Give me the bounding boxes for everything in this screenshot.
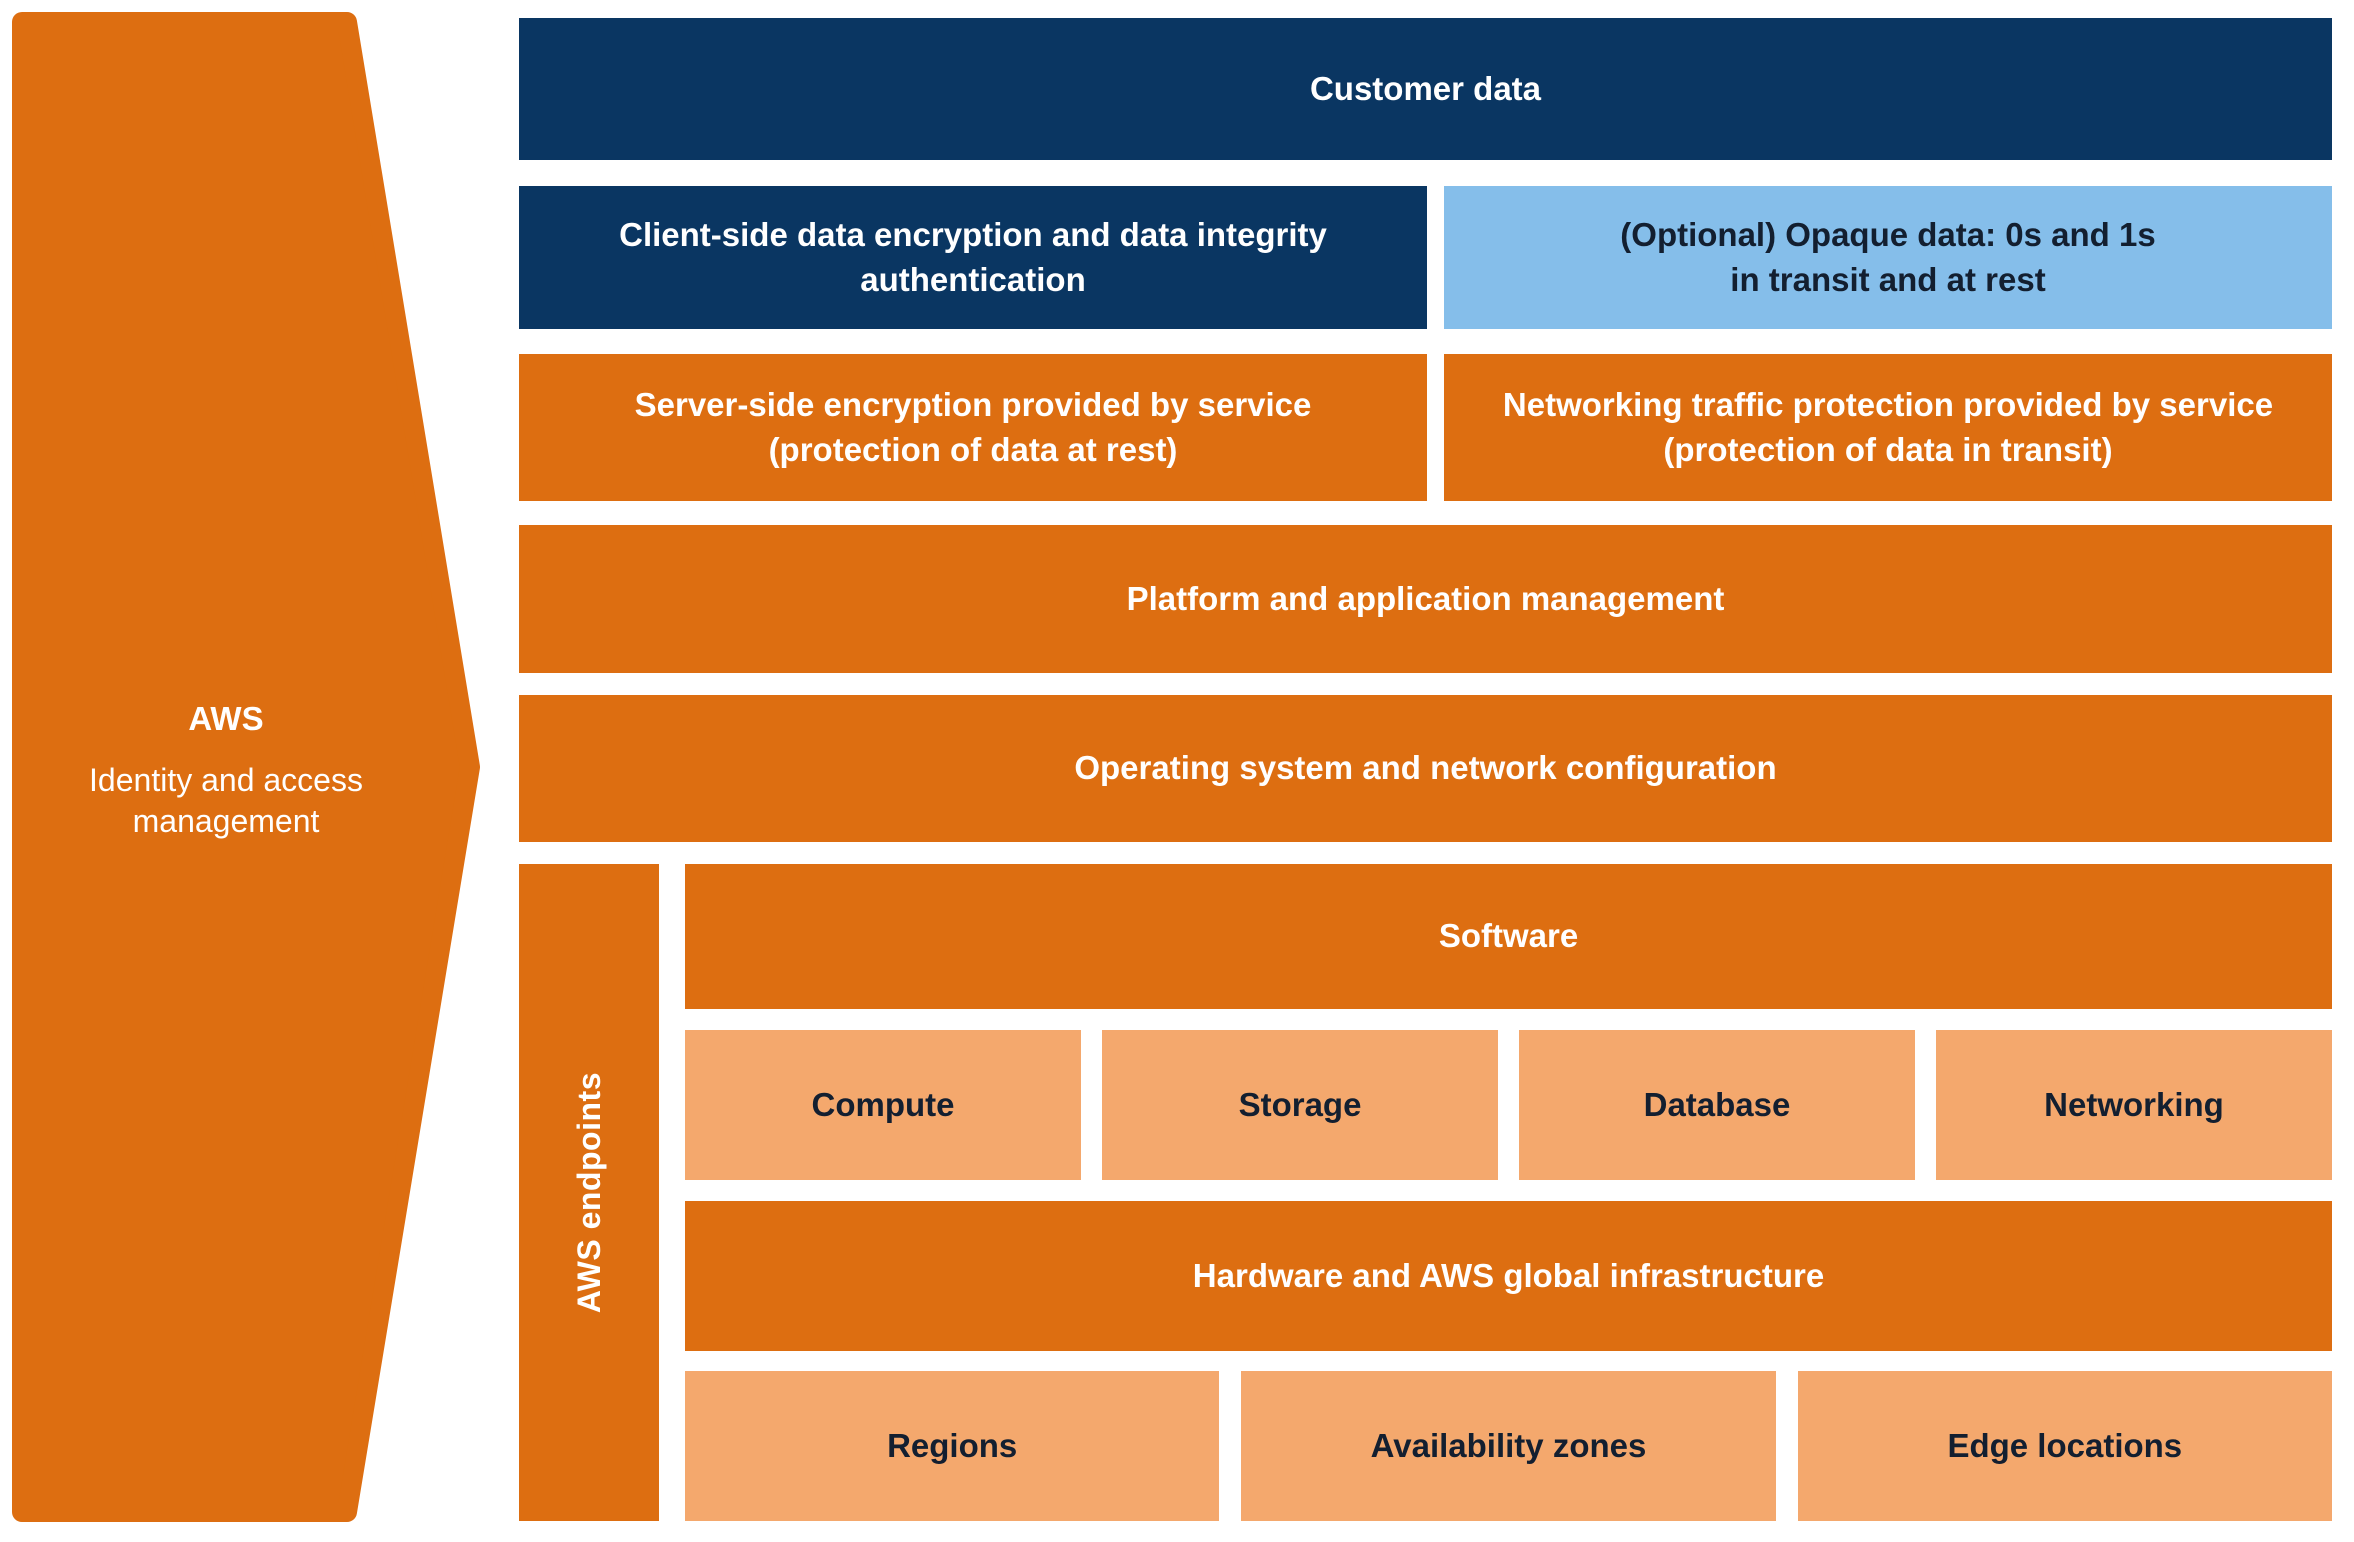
networking-traffic-protection-box: Networking traffic protection provided b… xyxy=(1444,354,2332,501)
hardware-infrastructure-label: Hardware and AWS global infrastructure xyxy=(1192,1256,1825,1294)
client-side-encryption-box: Client-side data encryption and data int… xyxy=(519,186,1427,329)
database-box: Database xyxy=(1519,1030,1915,1180)
os-network-config-label: Operating system and network configurati… xyxy=(1074,749,1777,787)
service-protection-row: Server-side encryption provided by servi… xyxy=(519,354,2332,501)
software-label: Software xyxy=(1438,917,1579,955)
software-box: Software xyxy=(685,864,2332,1009)
opaque-data-label: (Optional) Opaque data: 0s and 1s in tra… xyxy=(1620,215,2156,298)
aws-endpoints-layers: Software Compute Storage Database Networ… xyxy=(685,864,2332,1521)
platform-management-label: Platform and application management xyxy=(1126,579,1725,617)
regions-label: Regions xyxy=(887,1426,1018,1464)
availability-zones-label: Availability zones xyxy=(1370,1426,1647,1464)
regions-box: Regions xyxy=(685,1371,1220,1521)
database-label: Database xyxy=(1643,1085,1791,1123)
networking-traffic-protection-label: Networking traffic protection provided b… xyxy=(1502,385,2274,468)
storage-label: Storage xyxy=(1238,1085,1362,1123)
server-side-encryption-box: Server-side encryption provided by servi… xyxy=(519,354,1427,501)
storage-box: Storage xyxy=(1102,1030,1498,1180)
aws-endpoints-bar: AWS endpoints xyxy=(519,864,659,1521)
os-network-config-box: Operating system and network configurati… xyxy=(519,695,2332,842)
customer-data-box: Customer data xyxy=(519,18,2332,160)
encryption-row: Client-side data encryption and data int… xyxy=(519,186,2332,329)
server-side-encryption-label: Server-side encryption provided by servi… xyxy=(634,385,1312,468)
hardware-infrastructure-box: Hardware and AWS global infrastructure xyxy=(685,1201,2332,1351)
compute-box: Compute xyxy=(685,1030,1081,1180)
customer-data-label: Customer data xyxy=(1309,69,1542,107)
networking-box: Networking xyxy=(1936,1030,2332,1180)
opaque-data-box: (Optional) Opaque data: 0s and 1s in tra… xyxy=(1444,186,2332,329)
aws-endpoints-section: AWS endpoints Software Compute Storage D… xyxy=(519,864,2332,1521)
edge-locations-label: Edge locations xyxy=(1947,1426,2183,1464)
client-side-encryption-label: Client-side data encryption and data int… xyxy=(619,215,1327,298)
edge-locations-box: Edge locations xyxy=(1797,1371,2332,1521)
services-row: Compute Storage Database Networking xyxy=(685,1030,2332,1180)
global-infrastructure-row: Regions Availability zones Edge location… xyxy=(685,1371,2332,1521)
platform-management-box: Platform and application management xyxy=(519,525,2332,673)
networking-label: Networking xyxy=(2044,1085,2224,1123)
compute-label: Compute xyxy=(811,1085,955,1123)
aws-endpoints-label: AWS endpoints xyxy=(570,1071,607,1314)
availability-zones-box: Availability zones xyxy=(1241,1371,1776,1521)
